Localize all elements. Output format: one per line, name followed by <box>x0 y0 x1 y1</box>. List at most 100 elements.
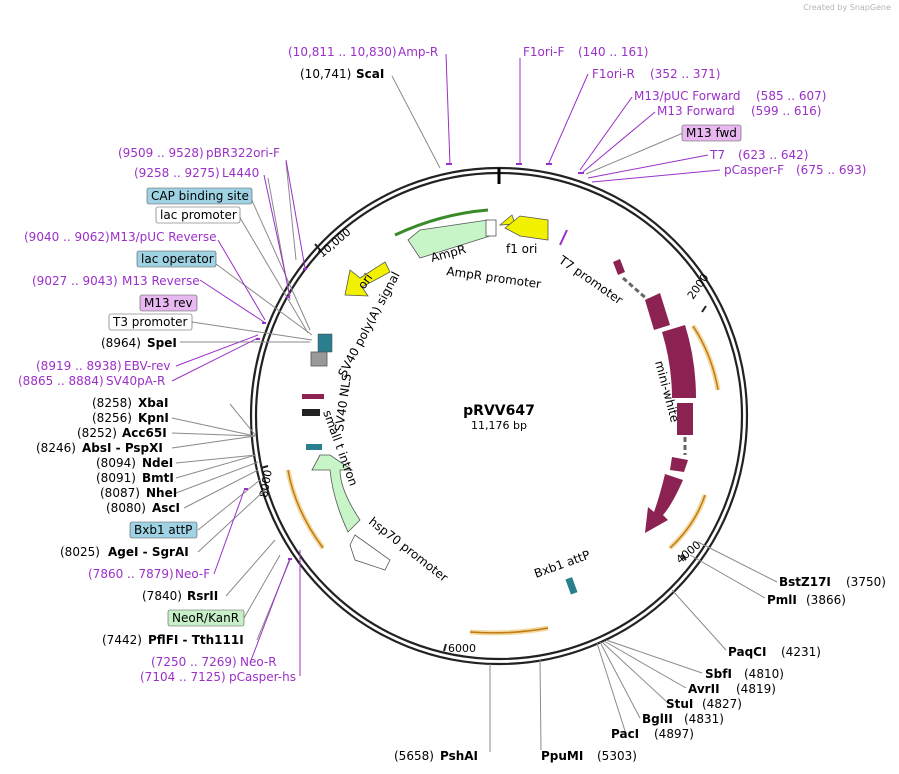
label-xbai-pos: (8258) <box>92 396 132 410</box>
primer-markers <box>244 163 584 560</box>
feature-hsp70-promoter: hsp70 promoter <box>366 514 451 584</box>
label-sv40pa-r: SV40pA-R <box>106 374 165 388</box>
mini-white-seg-5 <box>670 457 688 472</box>
orange-arrow-top-right <box>692 325 719 391</box>
plasmid-length: 11,176 bp <box>471 419 527 432</box>
label-m13-forward: M13 Forward <box>657 104 735 118</box>
label-pmli-pos: (3866) <box>806 593 846 607</box>
label-bstz17i-pos: (3750) <box>846 575 886 589</box>
box-bxb1-attp <box>129 521 198 539</box>
label-asci: AscI <box>152 501 180 515</box>
label-f1ori-r: F1ori-R <box>592 67 635 81</box>
label-m13puc-rev-pos: (9040 .. 9062) <box>24 230 110 244</box>
label-pbr322ori-f: pBR322ori-F <box>206 146 280 160</box>
tick-6000: 6000 <box>448 642 476 655</box>
box-m13-rev <box>139 294 198 312</box>
label-kpni: KpnI <box>138 411 169 425</box>
label-amp-r-pos: (10,811 .. 10,830) <box>288 45 397 59</box>
label-pcasper-f-pos: (675 .. 693) <box>796 163 866 177</box>
label-spei: SpeI <box>147 336 177 350</box>
label-f1ori-r-pos: (352 .. 371) <box>650 67 720 81</box>
right-primer-lines <box>519 58 721 183</box>
label-m13-rev: M13 rev <box>144 296 193 310</box>
label-m13-reverse: M13 Reverse <box>122 274 200 288</box>
label-cap-binding-site: CAP binding site <box>151 189 249 203</box>
label-m13puc-forward: M13/pUC Forward <box>634 89 741 103</box>
feature-t7-promoter: T7 promoter <box>555 252 625 307</box>
label-neor-kanr: NeoR/KanR <box>172 611 239 625</box>
label-t3-promoter: T3 promoter <box>112 315 188 329</box>
label-bstz17i: BstZ17I <box>779 575 831 589</box>
label-acc65i: Acc65I <box>122 426 167 440</box>
ampr-dark-line <box>394 208 489 237</box>
ampr-promoter-box <box>485 219 497 237</box>
m13-fwd-line <box>585 132 684 175</box>
label-nhei: NheI <box>146 486 177 500</box>
label-neo-f-pos: (7860 .. 7879) <box>88 567 174 581</box>
label-asci-pos: (8080) <box>106 501 146 515</box>
label-pcasper-f: pCasper-F <box>724 163 784 177</box>
label-f1ori-f-pos: (140 .. 161) <box>578 45 648 59</box>
label-bglii-pos: (4831) <box>684 712 724 726</box>
f1-ori-body <box>504 215 549 241</box>
sv40-nls-box <box>302 394 324 399</box>
label-scai: ScaI <box>356 67 384 81</box>
snapgene-watermark: Created by SnapGene <box>803 3 891 12</box>
label-ebv-rev: EBV-rev <box>124 359 170 373</box>
label-paqci-pos: (4231) <box>781 645 821 659</box>
feature-bxb1-attp: Bxb1 attP <box>532 548 592 581</box>
label-agei-sgrai: AgeI - SgrAI <box>108 545 189 559</box>
label-pflfi-pos: (7442) <box>102 633 142 647</box>
mini-white-seg-1 <box>613 259 625 275</box>
label-spei-pos: (8964) <box>101 336 141 350</box>
label-lac-operator: lac operator <box>141 252 214 266</box>
bxb1-attp-box <box>565 577 578 595</box>
label-pflfi-tth111i: PflFI - Tth111I <box>148 633 244 647</box>
bottom-right-leader-lines <box>489 541 778 752</box>
hsp70-promoter-arrow <box>349 534 391 571</box>
label-m13-forward-pos: (599 .. 616) <box>751 104 821 118</box>
label-pshai-pos: (5658) <box>394 749 434 763</box>
label-sbfi-pos: (4810) <box>744 667 784 681</box>
label-neo-r: Neo-R <box>240 655 277 669</box>
left-leader-lines <box>171 75 441 641</box>
label-ebv-rev-pos: (8919 .. 8938) <box>36 359 122 373</box>
label-bglii: BglII <box>642 712 673 726</box>
label-neo-f: Neo-F <box>175 567 210 581</box>
box-lac-promoter <box>155 206 241 224</box>
plasmid-name: pRVV647 <box>463 403 535 419</box>
label-scai-pos: (10,741) <box>300 67 351 81</box>
label-pmli: PmlI <box>767 593 797 607</box>
label-l4440: L4440 <box>222 166 259 180</box>
label-amp-r: Amp-R <box>398 45 438 59</box>
label-paqci: PaqCI <box>728 645 766 659</box>
t7-promoter-mark <box>559 229 568 246</box>
label-m13-reverse-pos: (9027 .. 9043) <box>32 274 118 288</box>
label-neo-r-pos: (7250 .. 7269) <box>151 655 237 669</box>
neor-arrow <box>311 454 361 533</box>
label-lac-promoter: lac promoter <box>160 208 237 222</box>
orange-arrow-left <box>287 469 324 549</box>
label-agei-pos: (8025) <box>60 545 100 559</box>
label-ndei-pos: (8094) <box>96 456 136 470</box>
mini-white-arrow <box>645 474 683 533</box>
label-paci: PacI <box>611 727 639 741</box>
label-avrii: AvrII <box>688 682 720 696</box>
label-l4440-pos: (9258 .. 9275) <box>134 166 220 180</box>
label-t7: T7 <box>709 148 725 162</box>
mini-white-seg-2 <box>645 293 670 330</box>
tick-8000: 8000 <box>257 469 275 499</box>
label-sv40pa-r-pos: (8865 .. 8884) <box>18 374 104 388</box>
label-m13-fwd: M13 fwd <box>686 126 737 140</box>
small-t-intron-box <box>306 444 322 450</box>
label-avrii-pos: (4819) <box>736 682 776 696</box>
label-absi-pos: (8246) <box>36 441 76 455</box>
label-m13puc-forward-pos: (585 .. 607) <box>756 89 826 103</box>
label-m13puc-rev: M13/pUC Reverse <box>110 230 217 244</box>
label-stui: StuI <box>666 697 693 711</box>
box-cap-binding-site <box>146 187 253 205</box>
label-bmti: BmtI <box>142 471 174 485</box>
label-ndei: NdeI <box>142 456 173 470</box>
label-rsrii: RsrII <box>187 589 218 603</box>
